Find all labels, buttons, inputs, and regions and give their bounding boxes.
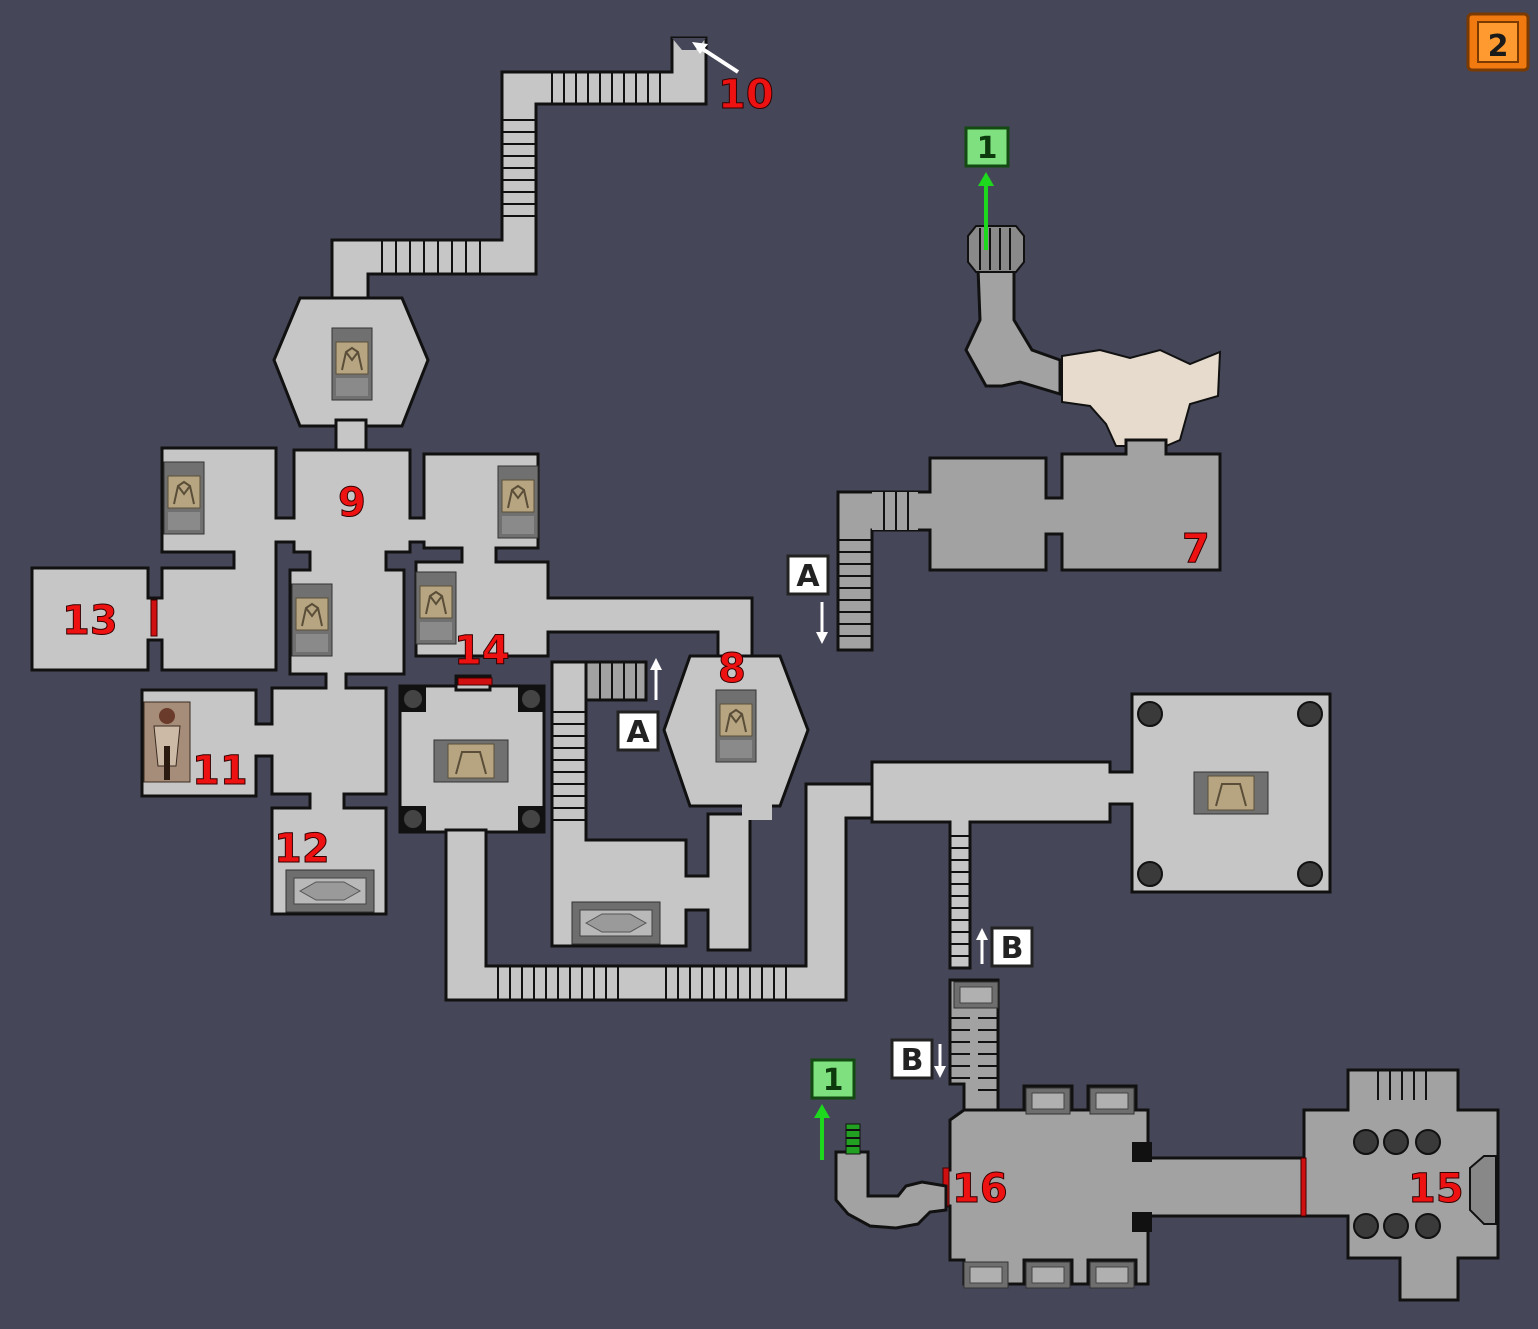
exit-badge-top[interactable]: 1 (964, 126, 1010, 168)
red-door-14 (457, 677, 493, 686)
exit-badge-bottom[interactable]: 1 (810, 1058, 856, 1100)
stairs-bottom-corridor (497, 966, 787, 1000)
room-labels: 7 8 9 10 11 12 13 14 15 16 (62, 72, 1465, 1213)
connector-b-upper[interactable]: B (990, 926, 1034, 968)
room-label-12: 12 (274, 826, 330, 872)
stairs-to-a (552, 662, 637, 821)
connector-a-lower[interactable]: A (616, 710, 660, 752)
room-label-9: 9 (338, 480, 366, 526)
west-complex (30, 36, 874, 1002)
room-label-7: 7 (1182, 526, 1210, 572)
room-label-15: 15 (1408, 1166, 1464, 1212)
svg-text:B: B (901, 1043, 924, 1078)
room-label-16: 16 (952, 1166, 1008, 1212)
map-number-badge: 2 (1466, 12, 1530, 72)
svg-text:1: 1 (977, 131, 998, 166)
svg-text:A: A (796, 559, 820, 594)
svg-text:1: 1 (823, 1063, 844, 1098)
south-east-complex (834, 978, 1500, 1302)
red-door-15 (1300, 1157, 1307, 1217)
red-door-13 (150, 599, 158, 637)
north-east-complex (836, 225, 1222, 652)
room-label-14: 14 (454, 628, 510, 674)
stairs-to-10 (381, 72, 661, 274)
svg-text:B: B (1001, 931, 1024, 966)
route-arrows (650, 42, 994, 1160)
sarcophagus-11 (143, 701, 191, 783)
east-hall (870, 692, 1332, 970)
room-label-13: 13 (62, 598, 118, 644)
svg-text:2: 2 (1488, 29, 1509, 64)
room-label-8: 8 (718, 646, 746, 692)
room-label-11: 11 (192, 748, 248, 794)
room-label-10: 10 (718, 72, 774, 118)
connector-b-lower[interactable]: B (890, 1038, 934, 1080)
svg-text:A: A (626, 715, 650, 750)
connector-a-upper[interactable]: A (786, 554, 830, 596)
stairs-7-to-a (838, 492, 909, 637)
